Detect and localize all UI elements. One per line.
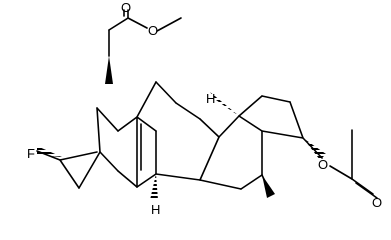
- atom-label-o-carbonyl-bottom: O: [372, 195, 382, 210]
- hashed-bond: [303, 138, 326, 160]
- wedge-bond: [262, 175, 275, 198]
- atom-label-o-carbonyl-top: O: [121, 0, 131, 15]
- atom-labels: O O H H F O O: [27, 0, 382, 217]
- atom-label-h-c8: H: [206, 91, 215, 106]
- hashed-bond: [37, 146, 62, 157]
- atom-label-fluorine: F: [27, 146, 35, 161]
- molecule-structure-diagram: O O H H F O O: [27, 0, 382, 217]
- bond-lines: [36, 9, 378, 199]
- hashed-bond: [210, 92, 239, 116]
- atom-label-o-acetate: O: [318, 157, 328, 172]
- stereo-bonds: [37, 56, 326, 200]
- hashed-bond: [150, 174, 158, 200]
- atom-label-o-ester-top: O: [148, 23, 158, 38]
- wedge-bond: [105, 56, 113, 84]
- atom-label-h-c9: H: [151, 202, 160, 217]
